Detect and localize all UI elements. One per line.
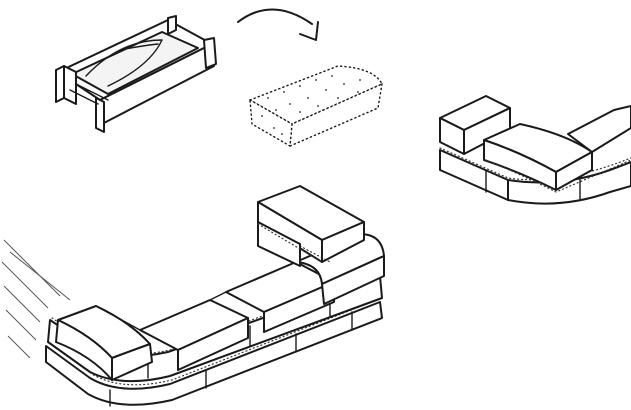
- molded-brick-wet: [249, 65, 383, 147]
- brick-mold: [55, 15, 217, 133]
- curved-wall-corner-small: [439, 95, 631, 205]
- brick-texture-dots: [261, 75, 361, 135]
- curved-arrow: [237, 8, 319, 41]
- curved-brick-wall-large: [1, 185, 385, 407]
- fade-hatching: [1, 239, 71, 359]
